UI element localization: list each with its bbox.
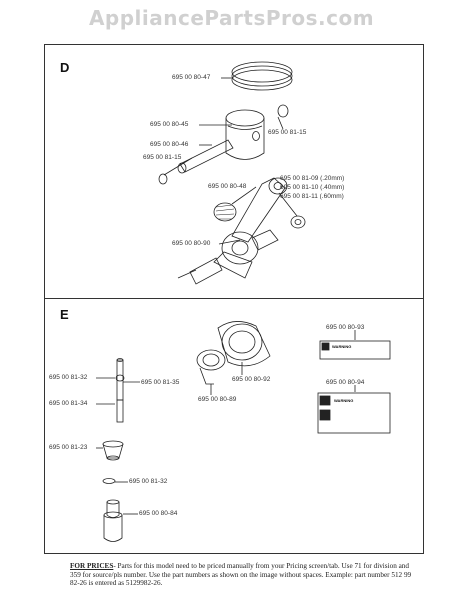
warning-decal-large [317, 392, 391, 434]
part-label-shim-a: 695 00 81-09 (.20mm) [280, 175, 345, 182]
section-divider [44, 298, 424, 299]
part-label-valve-seat: 695 00 81-23 [49, 444, 88, 451]
part-label-rod-lower: 695 00 81-34 [49, 400, 88, 407]
part-label-oring-top: 695 00 81-32 [49, 374, 88, 381]
part-label-primer-cap: 695 00 80-89 [198, 396, 237, 403]
decal-small-title: WARNING [332, 344, 352, 349]
part-label-decal-small: 695 00 80-93 [326, 324, 365, 331]
part-label-crankshaft: 695 00 80-90 [172, 240, 211, 247]
air-filter-cover-illustration [217, 321, 271, 375]
pricing-footnote: FOR PRICES- Parts for this model need to… [70, 562, 420, 588]
piston-ring-illustration [231, 61, 293, 91]
footnote-body: - Parts for this model need to be priced… [70, 562, 412, 588]
part-label-shim-b: 695 00 81-10 (.40mm) [280, 184, 345, 191]
piston-clip-illustration [277, 104, 289, 118]
crankshaft-illustration [177, 177, 288, 285]
part-label-piston: 695 00 80-45 [150, 121, 189, 128]
valve-seat-illustration [96, 440, 124, 461]
piston-pin-illustration [177, 139, 234, 174]
shim-washer-illustration [290, 215, 306, 229]
part-label-oring-bottom: 695 00 81-32 [129, 478, 168, 485]
part-label-piston-clip-left: 695 00 81-15 [143, 154, 182, 161]
decal-large-title: WARNING [334, 398, 354, 403]
part-label-decal-large: 695 00 80-94 [326, 379, 365, 386]
part-label-needle-bearing: 695 00 80-48 [208, 183, 247, 190]
oring-illustration [102, 478, 128, 484]
needle-bearing-illustration [213, 202, 237, 222]
part-label-air-filter-cover: 695 00 80-92 [232, 376, 271, 383]
warning-decal-small [319, 340, 391, 360]
part-label-rod: 695 00 81-35 [141, 379, 180, 386]
section-e-letter: E [60, 307, 69, 322]
footnote-lead: FOR PRICES [70, 562, 114, 570]
part-label-filter: 695 00 80-84 [139, 510, 178, 517]
part-label-shim-c: 695 00 81-11 (.60mm) [280, 193, 344, 200]
parts-sheet [44, 44, 424, 554]
filter-illustration [103, 499, 138, 542]
part-label-ring: 695 00 80-47 [172, 74, 211, 81]
rod-assembly-illustration [96, 358, 140, 423]
part-label-piston-pin: 695 00 80-46 [150, 141, 189, 148]
primer-cap-illustration [196, 349, 226, 395]
watermark-logo: AppliancePartsPros.com [88, 6, 375, 30]
piston-illustration [225, 109, 265, 160]
section-d-letter: D [60, 60, 70, 75]
part-label-piston-clip-right: 695 00 81-15 [268, 129, 307, 136]
